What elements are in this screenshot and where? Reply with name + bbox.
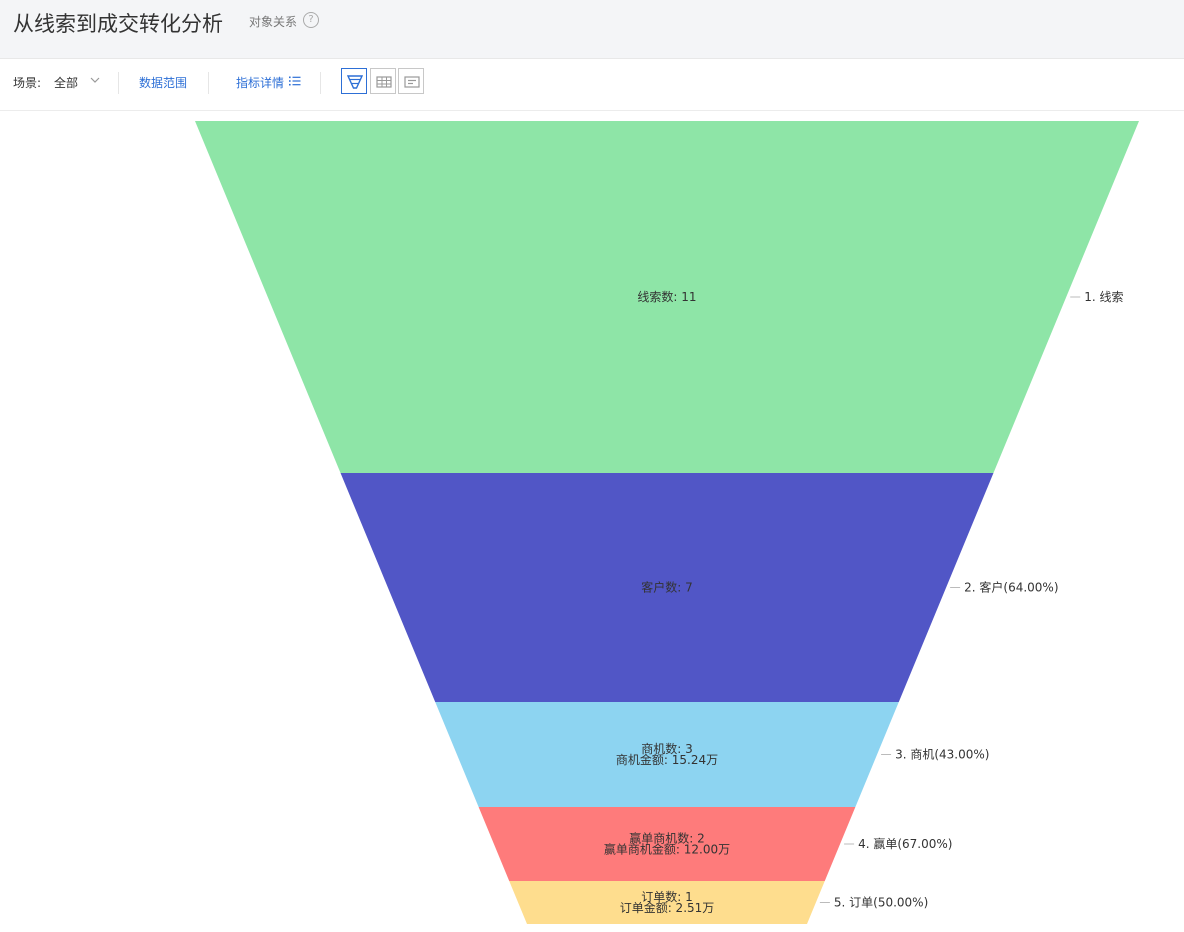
toolbar: 场景: 全部 数据范围 指标详情 xyxy=(0,59,1184,111)
stage-name-label: 1. 线索 xyxy=(1084,290,1123,304)
scene-label: 场景: xyxy=(13,76,42,90)
funnel-segment[interactable] xyxy=(509,881,825,924)
funnel-segment[interactable] xyxy=(340,473,994,702)
table-icon xyxy=(376,76,392,88)
stage-name-label: 5. 订单(50.00%) xyxy=(834,896,928,910)
list-icon[interactable] xyxy=(289,76,301,86)
segment-value-label: 客户数: 7 xyxy=(641,580,693,595)
object-relation-link[interactable]: 对象关系 xyxy=(249,15,298,29)
segment-value-label: 商机金额: 15.24万 xyxy=(616,752,718,767)
scene-select[interactable]: 全部 xyxy=(54,76,79,90)
segment-value-label: 赢单商机金额: 12.00万 xyxy=(604,842,730,857)
metric-detail-link[interactable]: 指标详情 xyxy=(236,76,285,90)
card-icon xyxy=(404,76,420,88)
funnel-segment[interactable] xyxy=(435,702,899,807)
toolbar-divider xyxy=(208,72,209,94)
toolbar-divider xyxy=(320,72,321,94)
funnel-segment[interactable] xyxy=(195,121,1139,473)
card-view-button[interactable] xyxy=(398,68,424,94)
toolbar-divider xyxy=(118,72,119,94)
chevron-down-icon[interactable] xyxy=(90,75,100,85)
funnel-view-button[interactable] xyxy=(341,68,367,94)
funnel-chart-icon xyxy=(347,75,363,89)
stage-name-label: 3. 商机(43.00%) xyxy=(895,747,989,762)
table-view-button[interactable] xyxy=(370,68,396,94)
page-title: 从线索到成交转化分析 xyxy=(13,12,223,36)
segment-value-label: 订单金额: 2.51万 xyxy=(620,900,715,915)
segment-value-label: 订单数: 1 xyxy=(641,889,693,904)
stage-name-label: 4. 赢单(67.00%) xyxy=(858,836,952,851)
segment-value-label: 线索数: 11 xyxy=(637,289,696,304)
funnel-segment[interactable] xyxy=(478,807,856,881)
stage-name-label: 2. 客户(64.00%) xyxy=(964,580,1058,595)
page-header: 从线索到成交转化分析 对象关系 ? xyxy=(0,0,1184,59)
question-circle-icon[interactable]: ? xyxy=(303,12,319,28)
segment-value-label: 商机数: 3 xyxy=(641,741,693,756)
data-range-link[interactable]: 数据范围 xyxy=(139,76,188,90)
segment-value-label: 赢单商机数: 2 xyxy=(629,831,705,846)
